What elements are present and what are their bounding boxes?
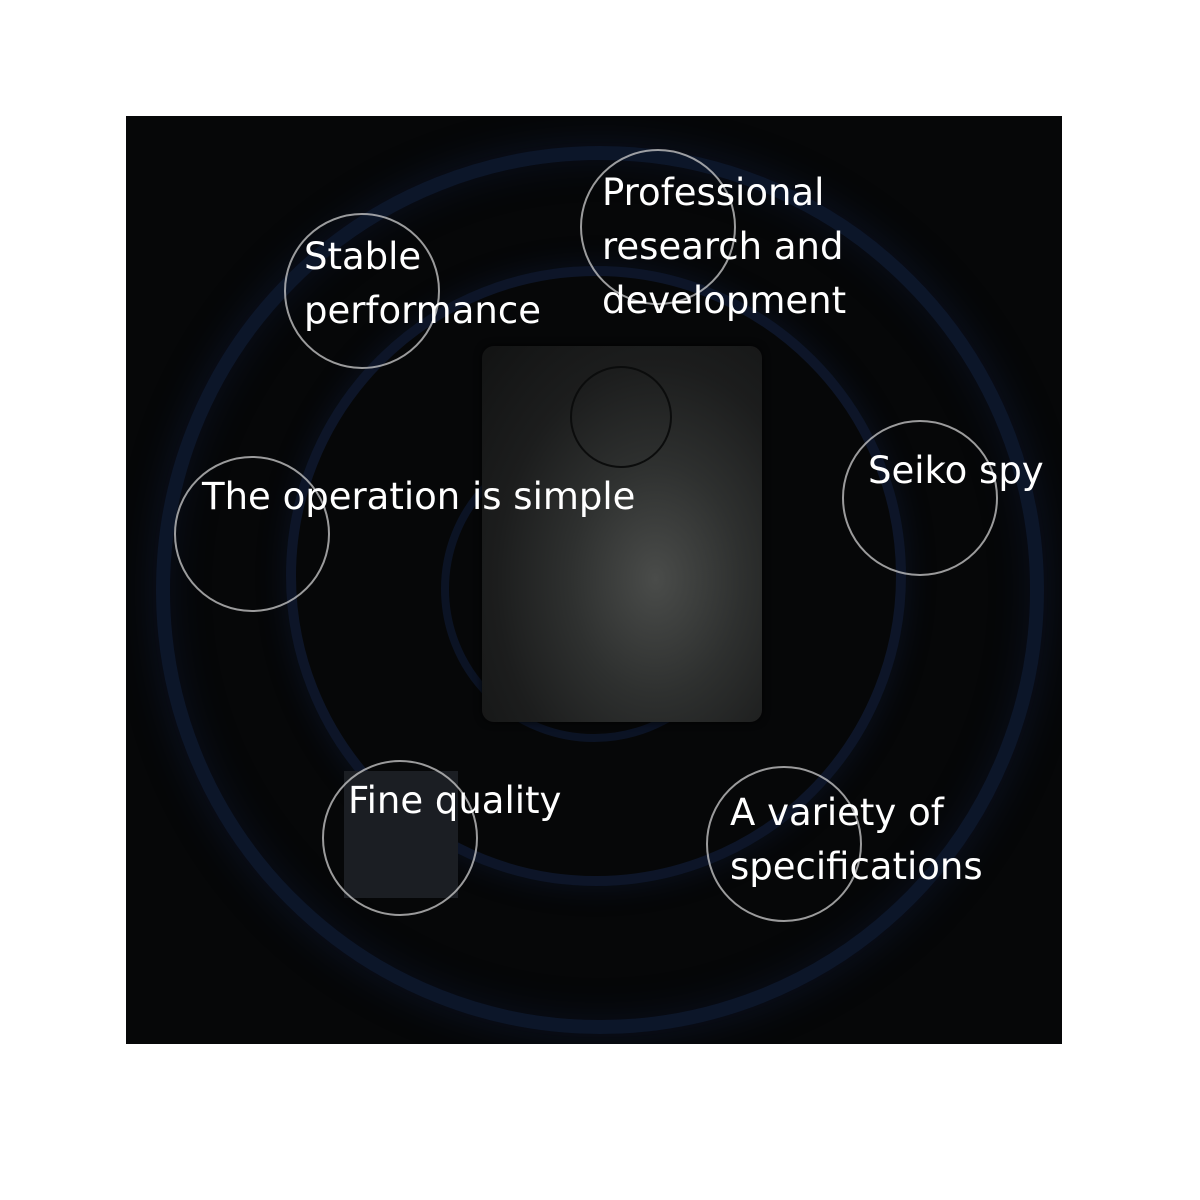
dark-square-patch <box>344 771 458 898</box>
fine-quality-label: Fine quality <box>348 779 562 822</box>
seiko-spy-label: Seiko spy <box>868 449 1044 492</box>
device-round-button <box>570 366 672 468</box>
professional-rnd-label: Professional research and development <box>602 171 847 322</box>
product-device <box>482 346 762 722</box>
operation-simple-label: The operation is simple <box>202 475 636 518</box>
stable-performance-label: Stable performance <box>304 235 541 332</box>
variety-specifications-label: A variety of specifications <box>730 791 983 888</box>
product-feature-panel: Stable performance Professional research… <box>126 116 1062 1044</box>
